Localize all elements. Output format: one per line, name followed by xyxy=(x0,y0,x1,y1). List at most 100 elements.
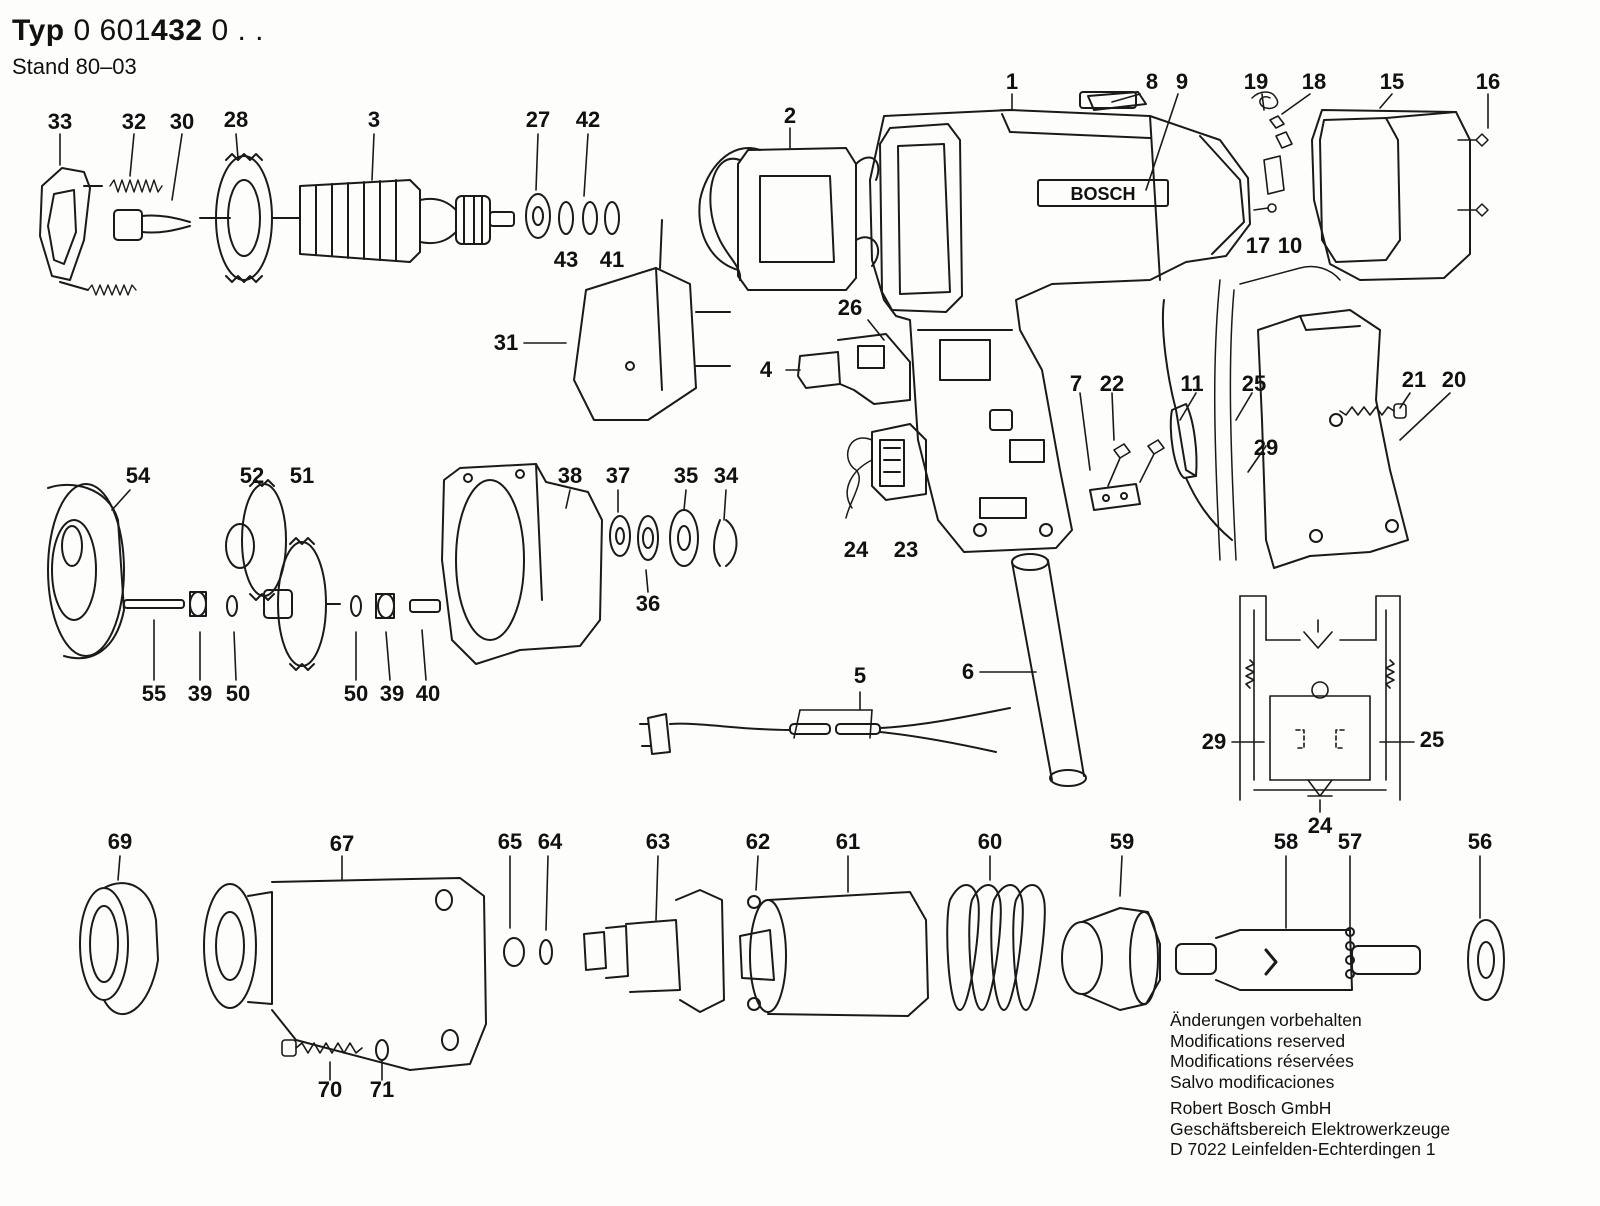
callout-61: 61 xyxy=(835,829,861,854)
part-8-slide-switch xyxy=(1087,91,1147,111)
part-7-cable-clamp xyxy=(1089,483,1141,511)
part-27-bearing xyxy=(525,193,551,239)
notice-line-fr: Modifications réservées xyxy=(1170,1051,1354,1071)
part-39-bushings xyxy=(189,591,395,619)
callout-9: 9 xyxy=(1175,69,1189,94)
callout-11: 11 xyxy=(1180,371,1204,396)
callout-23: 23 xyxy=(893,537,919,562)
type-number-prefix: 0 601 xyxy=(73,14,152,47)
part-59-spring-seat xyxy=(1061,907,1161,1011)
part-37-washer xyxy=(609,515,631,557)
part-63-anvil xyxy=(583,889,725,1013)
part-31-baffle xyxy=(573,219,731,421)
part-51-gear xyxy=(263,537,341,671)
callout-8: 8 xyxy=(1145,69,1159,94)
callout-64: 64 xyxy=(537,829,563,854)
callout-63: 63 xyxy=(645,829,671,854)
callout-58: 58 xyxy=(1273,829,1299,854)
part-1-motor-housing xyxy=(869,91,1251,553)
part-35-bearing xyxy=(669,509,699,567)
part-25-29-leads xyxy=(1213,265,1341,561)
notice-company: Robert Bosch GmbH xyxy=(1170,1098,1332,1118)
callout-4: 4 xyxy=(759,357,773,382)
part-33-brush-plate xyxy=(39,167,103,291)
part-5-power-cord xyxy=(639,707,1011,755)
callout-56: 56 xyxy=(1467,829,1493,854)
type-heading: Typ 0 601432 0 . . xyxy=(12,14,264,48)
callout-22: 22 xyxy=(1099,371,1125,396)
callout-20: 20 xyxy=(1441,367,1467,392)
part-40-pin xyxy=(409,599,441,613)
part-16-cap-screws xyxy=(1457,133,1489,217)
callout-43: 43 xyxy=(553,247,579,272)
callout-39-right: 39 xyxy=(379,681,405,706)
callout-31: 31 xyxy=(493,330,519,355)
part-57-balls xyxy=(1345,927,1355,979)
callout-18: 18 xyxy=(1301,69,1327,94)
part-54-gear-cover xyxy=(47,483,125,660)
callout-33: 33 xyxy=(47,109,73,134)
callout-59: 59 xyxy=(1109,829,1135,854)
part-21-handle-screw xyxy=(1339,403,1407,419)
part-30-carbon-brush xyxy=(113,209,191,241)
callout-5: 5 xyxy=(853,663,867,688)
part-22-screws xyxy=(1107,439,1165,487)
callout-50: 50 xyxy=(225,681,251,706)
callout-65: 65 xyxy=(497,829,523,854)
notice-division: Geschäftsbereich Elektrowerkzeuge xyxy=(1170,1118,1451,1139)
callout-24: 24 xyxy=(843,537,869,562)
callout-38: 38 xyxy=(557,463,583,488)
part-19-spring xyxy=(1251,91,1279,110)
callout-24-schematic: 24 xyxy=(1307,813,1333,838)
part-15-rear-cap xyxy=(1311,109,1471,281)
part-58-spindle xyxy=(1175,929,1421,991)
callout-55: 55 xyxy=(141,681,167,706)
part-43-42-41-rings xyxy=(558,201,620,235)
part-52-gear xyxy=(225,479,287,601)
callout-3: 3 xyxy=(367,107,381,132)
part-34-circlip xyxy=(713,519,738,567)
callout-70: 70 xyxy=(317,1077,343,1102)
callout-6: 6 xyxy=(961,659,975,684)
housing-brand-text: BOSCH xyxy=(1070,184,1135,204)
part-6-side-handle xyxy=(1011,553,1087,787)
callout-7: 7 xyxy=(1069,371,1083,396)
callout-2: 2 xyxy=(783,103,797,128)
type-label: Typ xyxy=(12,14,65,47)
part-62-balls xyxy=(747,895,761,1011)
notice-address: D 7022 Leinfelden-Echterdingen 1 xyxy=(1170,1139,1436,1159)
part-69-nose-cap xyxy=(79,882,159,1015)
callout-41: 41 xyxy=(599,247,625,272)
part-65-plug xyxy=(503,937,525,967)
callout-21: 21 xyxy=(1401,367,1427,392)
callout-19: 19 xyxy=(1243,69,1269,94)
wiring-schematic xyxy=(1239,595,1401,813)
callout-36: 36 xyxy=(635,591,661,616)
part-2-field-stator xyxy=(698,147,880,291)
part-67-impact-housing xyxy=(203,877,487,1071)
notice-line-es: Salvo modificaciones xyxy=(1170,1071,1335,1092)
notice-line-de: Änderungen vorbehalten xyxy=(1170,1010,1362,1030)
part-71-washer xyxy=(375,1039,389,1061)
leader-lines xyxy=(59,93,1489,1081)
callout-17: 17 xyxy=(1245,233,1271,258)
part-24-suppressor-leads xyxy=(845,437,873,519)
part-55-pin xyxy=(123,599,185,609)
callout-69: 69 xyxy=(107,829,133,854)
part-56-bearing xyxy=(1467,919,1505,1001)
callout-40: 40 xyxy=(415,681,441,706)
part-23-suppressor xyxy=(871,423,927,501)
part-28-fan xyxy=(199,153,273,283)
part-38-gear-housing xyxy=(441,463,603,665)
callout-54: 54 xyxy=(125,463,151,488)
part-4-switch xyxy=(797,333,911,405)
callout-16: 16 xyxy=(1475,69,1501,94)
type-number-suffix: 0 . . xyxy=(211,14,264,47)
callout-30: 30 xyxy=(169,109,195,134)
callout-71: 71 xyxy=(369,1077,395,1102)
part-50-washers xyxy=(226,595,362,617)
type-number-bold: 432 xyxy=(151,14,203,47)
legal-notice: Änderungen vorbehalten Modifications res… xyxy=(1170,1010,1450,1160)
callout-28: 28 xyxy=(223,107,249,132)
